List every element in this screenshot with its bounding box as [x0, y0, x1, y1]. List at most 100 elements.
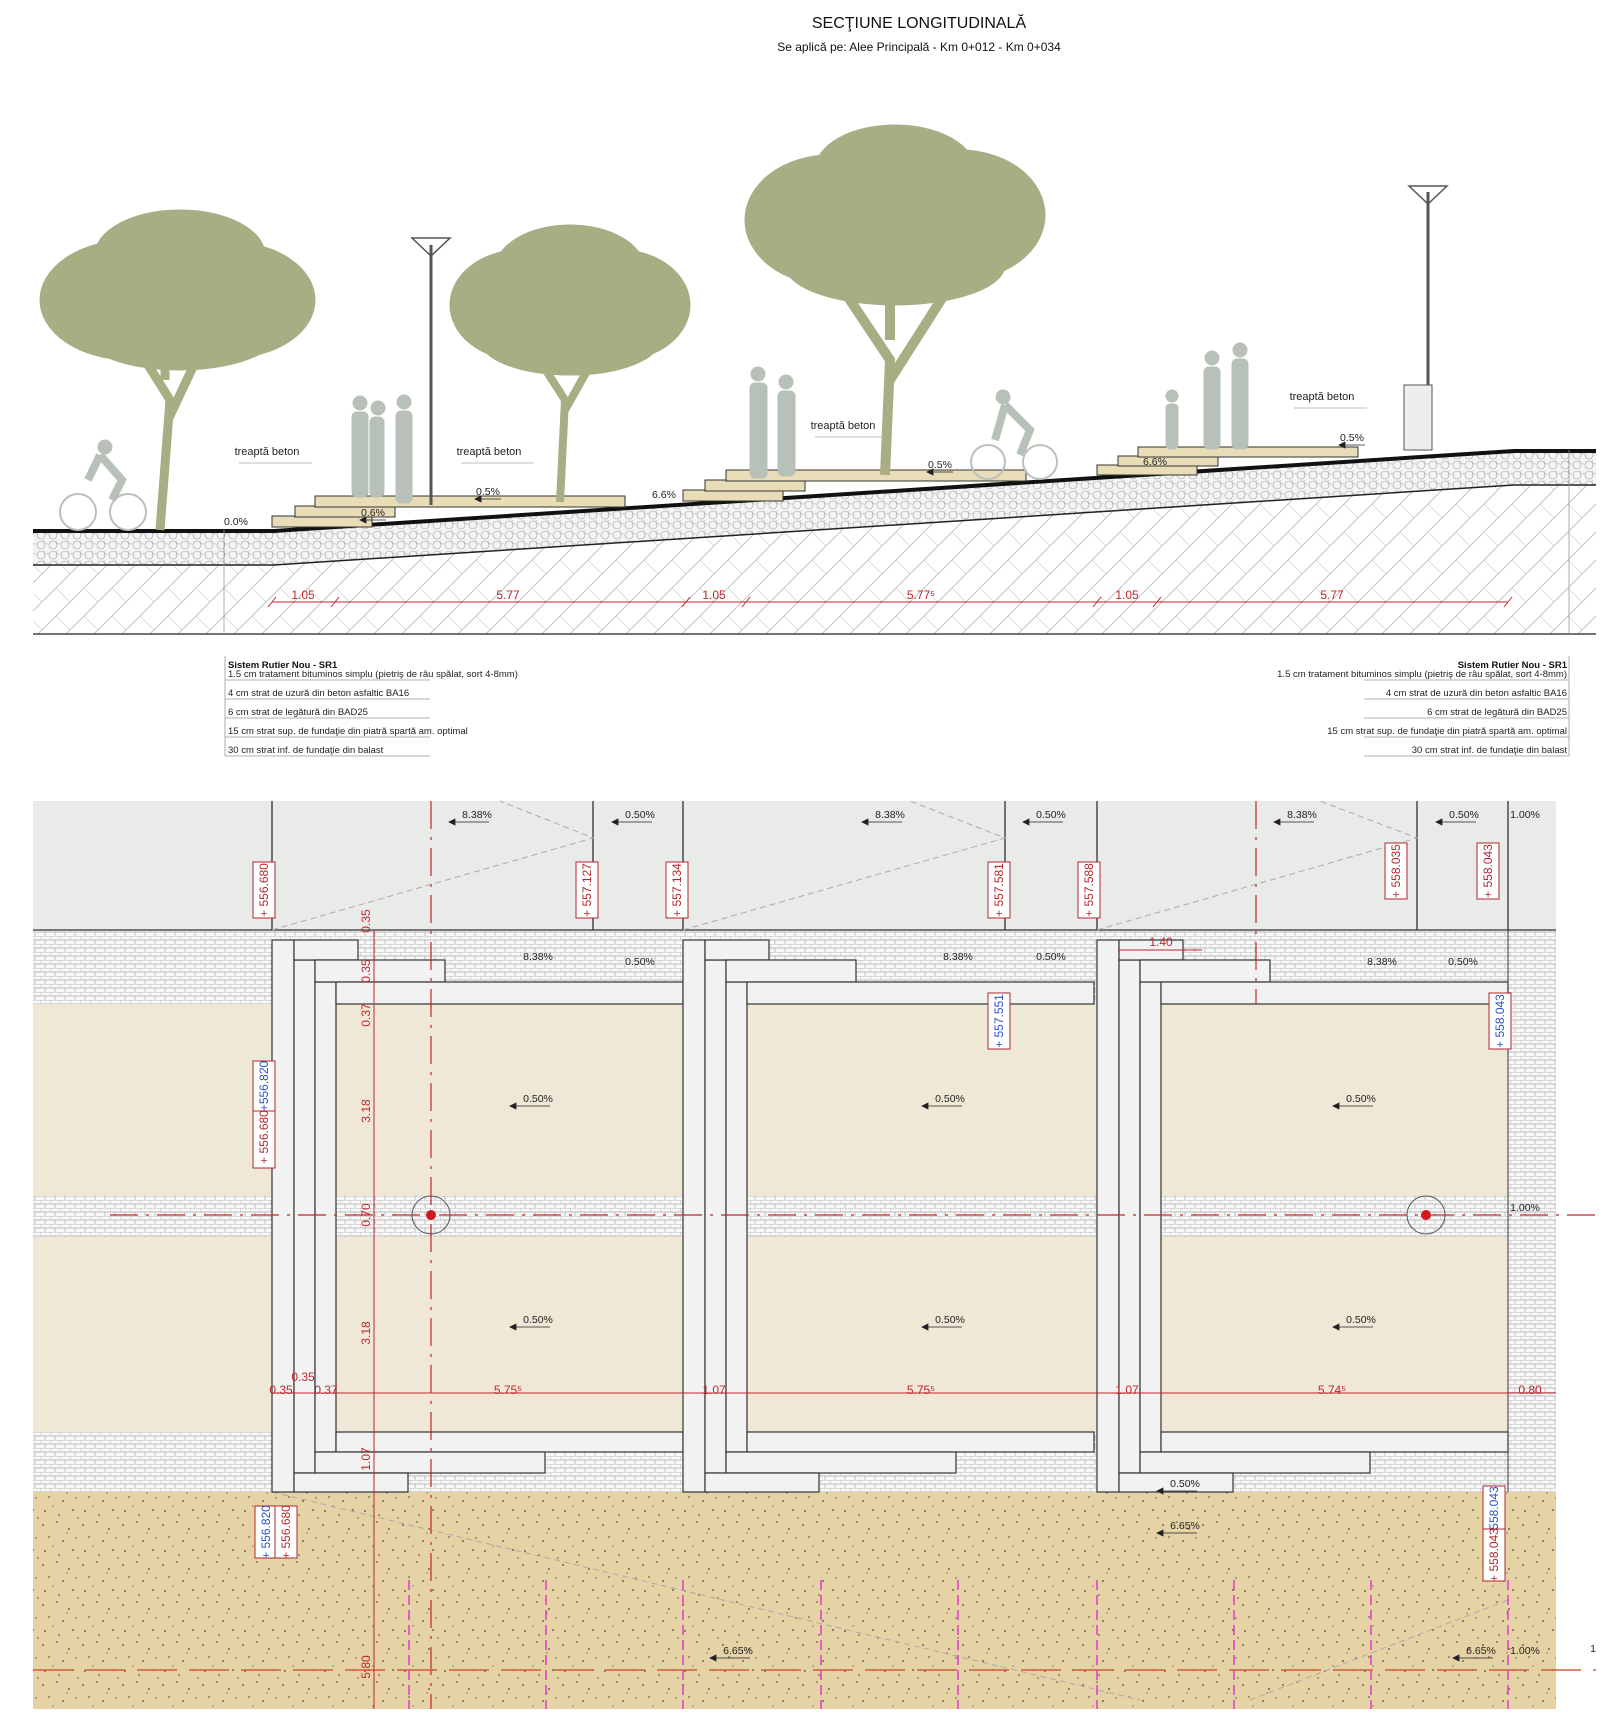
dimension-label: 0.80 — [1518, 1383, 1542, 1397]
dimension-label: 0.35 — [269, 1383, 293, 1397]
legend-layer: 1.5 cm tratament bituminos simplu (pietr… — [228, 669, 518, 680]
step-label: treaptă beton — [457, 446, 522, 458]
slope-label: 8.38% — [875, 809, 905, 821]
elevation-tag: + 557.127 — [575, 861, 599, 919]
foundation-line — [33, 484, 1596, 566]
dimension-label: 1.05 — [291, 588, 315, 602]
elevation-tag: + 556.680 — [252, 1105, 276, 1169]
slope-arrow-icon — [926, 468, 953, 476]
drawing-title: SECŢIUNE LONGITUDINALĂ — [812, 13, 1027, 32]
step-label: treaptă beton — [235, 446, 300, 458]
slope-label: 6.6% — [1143, 456, 1167, 468]
legend-layer-right: 30 cm strat inf. de fundaţie din balast — [1412, 745, 1568, 756]
slope-arrow-icon — [1452, 1654, 1493, 1662]
dimension-label: 0.35 — [359, 909, 373, 933]
dimension-label: 3.18 — [359, 1321, 373, 1345]
elevation-value: + 557.134 — [670, 863, 684, 917]
dimension-label: 0.35 — [359, 959, 373, 983]
dimension-label: 1.05 — [1115, 588, 1139, 602]
legend-layer: 30 cm strat inf. de fundaţie din balast — [228, 745, 384, 756]
slope-label: 8.38% — [523, 951, 553, 963]
dimension-label: 0.35 — [291, 1370, 315, 1384]
elevation-tag: + 558.035 — [1384, 842, 1408, 900]
legend-layer-right: 1.5 cm tratament bituminos simplu (pietr… — [1277, 669, 1567, 680]
slope-label: 0.50% — [523, 1093, 553, 1105]
plan-field-lower — [33, 1237, 1508, 1432]
section-dimension-line — [267, 596, 1513, 608]
elevation-tag: + 558.043 — [1476, 842, 1500, 900]
cyclist-icon — [59, 439, 147, 531]
dimension-label: 5.77⁵ — [907, 588, 935, 602]
drawing-subtitle: Se aplică pe: Alee Principală - Km 0+012… — [777, 40, 1061, 54]
elevation-value: + 557.581 — [992, 863, 1006, 917]
slope-label: 6.6% — [652, 489, 676, 501]
elevation-tag: + 556.820 — [254, 1505, 278, 1559]
slope-arrow-icon — [861, 818, 902, 826]
pavement-surface — [33, 449, 1596, 533]
slope-label: 8.38% — [462, 809, 492, 821]
legend-layer-right: 6 cm strat de legătură din BAD25 — [1427, 707, 1567, 718]
slope-arrow-icon — [1273, 818, 1314, 826]
elevation-value: + 557.551 — [992, 994, 1006, 1048]
dimension-label: 0.70 — [359, 1203, 373, 1227]
slope-arrow-icon — [1338, 441, 1365, 449]
elevation-tag: + 557.134 — [665, 861, 689, 919]
legend-title-right: Sistem Rutier Nou - SR1 — [1458, 660, 1568, 671]
elevation-tag: + 557.588 — [1077, 861, 1101, 919]
elevation-tag: + 558.043 — [1488, 992, 1512, 1050]
slope-label: 0.5% — [1340, 432, 1364, 444]
elevation-value: + 558.043 — [1487, 1528, 1501, 1582]
dimension-label: 5.77 — [1320, 588, 1344, 602]
elevation-value: + 558.035 — [1389, 844, 1403, 898]
slope-arrow-icon — [448, 818, 489, 826]
soil-hatch — [33, 485, 1596, 634]
dimension-label: 0.37 — [314, 1383, 338, 1397]
slope-label: 0.50% — [625, 809, 655, 821]
slope-arrow-icon — [509, 1323, 550, 1331]
street-lamp-icon — [410, 185, 1449, 505]
step-width-dimension: 1.40 — [1149, 935, 1173, 949]
slope-label: 6.65% — [1466, 1645, 1496, 1657]
step-label: treaptă beton — [811, 420, 876, 432]
elevation-value: + 556.820 — [259, 1505, 273, 1559]
elevation-value: + 556.680 — [279, 1505, 293, 1559]
plan-top-band — [33, 801, 1556, 930]
slope-arrow-icon — [709, 1654, 750, 1662]
legend-layer: 4 cm strat de uzură din beton asfaltic B… — [228, 688, 409, 699]
slope-label: 6.65% — [723, 1645, 753, 1657]
elevation-tag: + 556.680 — [252, 861, 276, 919]
legend-layer: 15 cm strat sup. de fundaţie din piatră … — [228, 726, 468, 737]
slope-arrow-icon — [474, 495, 501, 503]
legend-rules — [224, 656, 1570, 757]
elevation-value: + 556.680 — [257, 863, 271, 917]
slope-label: 0.50% — [1449, 809, 1479, 821]
elevation-tag: + 557.581 — [987, 861, 1011, 919]
longitudinal-section — [33, 124, 1596, 757]
stair-unit — [271, 939, 684, 1493]
slope-label: 1.00% — [1510, 1645, 1540, 1657]
slope-label: 8.38% — [1367, 956, 1397, 968]
elevation-tag: + 558.043 — [1482, 1528, 1506, 1582]
elevation-value: + 557.588 — [1082, 863, 1096, 917]
slope-label: 1.00% — [1510, 1202, 1540, 1214]
slope-label: 0.50% — [1036, 951, 1066, 963]
elevation-value: +556.820 — [257, 1060, 271, 1111]
slope-label: 0.50% — [1170, 1478, 1200, 1490]
slope-label: 0.6% — [361, 507, 385, 519]
plan-view: + 556.680 + 557.127 + 557.134 + 557.581 + 55… — [33, 800, 1596, 1709]
dimension-label: 1.05 — [702, 588, 726, 602]
slope-label: 0.50% — [935, 1093, 965, 1105]
gravel-foundation — [33, 453, 1596, 565]
legend-layer-right: 4 cm strat de uzură din beton asfaltic B… — [1386, 688, 1567, 699]
slope-label: 1.00% — [1510, 809, 1540, 821]
tree-icon — [39, 124, 1046, 531]
dimension-label: 5.80 — [359, 1655, 373, 1679]
slope-label: 0.50% — [625, 956, 655, 968]
slope-arrow-icon — [1435, 818, 1476, 826]
elevation-value: + 556.680 — [257, 1110, 271, 1164]
dimension-label: 5.77 — [496, 588, 520, 602]
legend-layer-right: 15 cm strat sup. de fundaţie din piatră … — [1327, 726, 1567, 737]
drain-marker-icon — [411, 1195, 1446, 1235]
elevation-tag: 558.043 — [1482, 1485, 1506, 1531]
